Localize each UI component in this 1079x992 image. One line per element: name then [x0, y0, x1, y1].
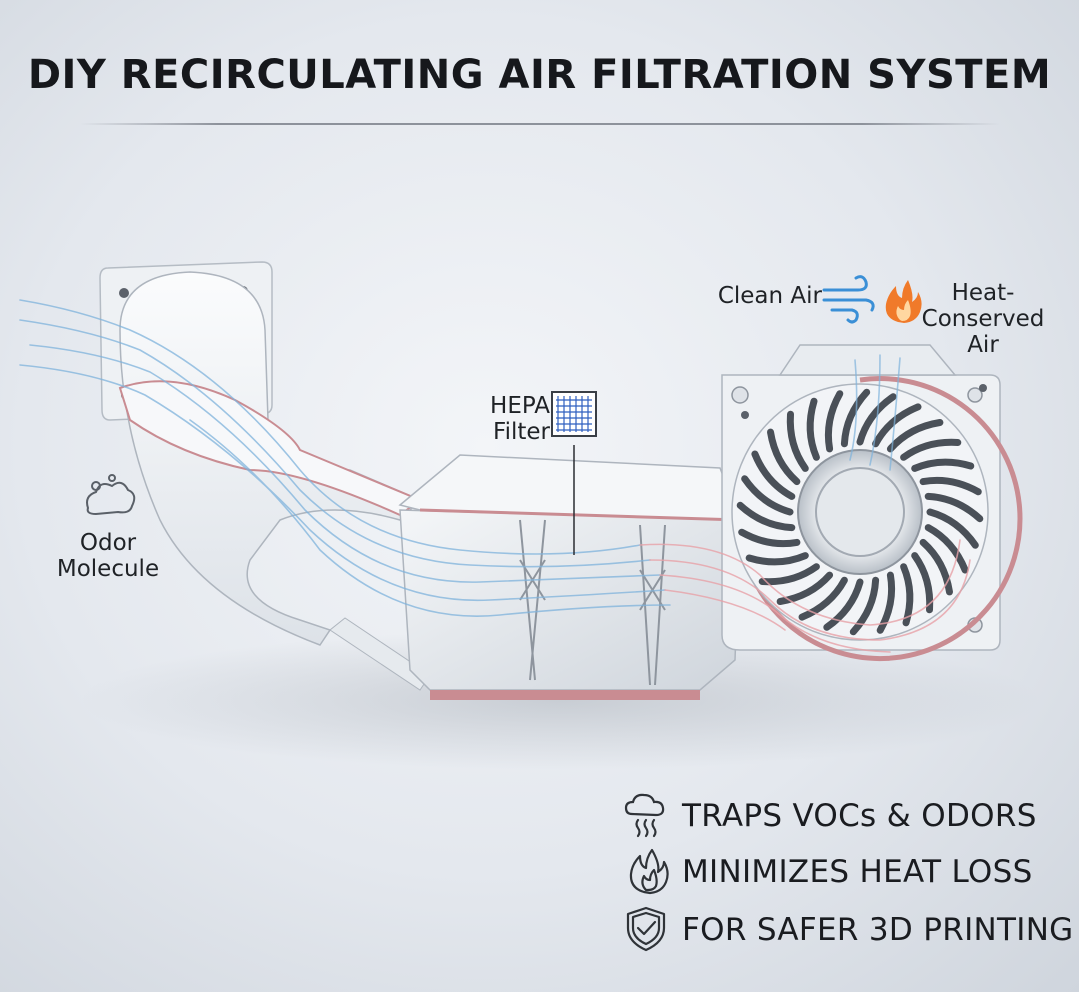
inlet-duct — [118, 271, 431, 691]
heat-label-line3: Air — [967, 332, 999, 358]
flame-outline-icon — [629, 848, 669, 895]
heat-conserved-air-label: Heat- Conserved Air — [918, 280, 1048, 358]
fan-blade — [886, 419, 944, 453]
hepa-filter-label: HEPA Filter — [470, 393, 550, 445]
feature-minimizes-heat-loss: MINIMIZES HEAT LOSS — [620, 848, 1033, 896]
fan-blade — [745, 552, 809, 566]
fan-blade — [786, 410, 809, 472]
fan-blade — [926, 508, 979, 549]
fan-blade — [900, 438, 962, 461]
fan-blade — [876, 571, 896, 634]
fan-blade — [736, 501, 796, 532]
air-flow-streamlines — [19, 299, 971, 653]
fan-blade — [872, 403, 922, 448]
fan-blade — [840, 388, 871, 448]
fan-blade — [924, 524, 969, 574]
blower-fan-housing — [721, 344, 1023, 662]
fan-blade — [798, 576, 848, 621]
feature-safer-printing: FOR SAFER 3D PRINTING — [620, 906, 1074, 954]
fan-blade — [767, 428, 801, 486]
fan-blade — [776, 571, 834, 605]
fan-blade — [738, 528, 801, 548]
page-title: DIY RECIRCULATING AIR FILTRATION SYSTEM — [27, 52, 1052, 98]
feature-text: TRAPS VOCs & ODORS — [682, 798, 1037, 834]
feature-text: MINIMIZES HEAT LOSS — [682, 854, 1033, 890]
heat-label-line2: Conserved — [921, 306, 1045, 332]
hepa-label-line1: HEPA — [490, 393, 550, 419]
flame-icon — [885, 280, 922, 323]
fan-blade — [741, 475, 794, 516]
hepa-label-line2: Filter — [493, 419, 550, 445]
fan-blade — [924, 492, 984, 523]
fan-blade — [856, 393, 897, 446]
cloud-vapor-icon — [624, 793, 665, 838]
odor-label-line1: Odor — [79, 530, 137, 556]
wind-icon — [822, 275, 875, 324]
fan-blades — [736, 388, 984, 636]
odor-molecule-label: Odor Molecule — [48, 530, 168, 582]
fan-blade — [849, 576, 880, 636]
odor-molecule-icon — [86, 474, 136, 516]
fan-blade — [806, 397, 820, 461]
feature-traps-vocs: TRAPS VOCs & ODORS — [620, 792, 1037, 840]
fan-blade — [823, 578, 864, 631]
shield-check-icon — [626, 906, 666, 952]
fan-blade — [911, 458, 975, 472]
fan-blade — [751, 450, 796, 500]
title-divider — [80, 123, 1000, 125]
hepa-filter-icon — [551, 391, 597, 437]
odor-label-line2: Molecule — [56, 556, 160, 582]
fan-blade — [919, 538, 953, 596]
fan-blade — [824, 390, 844, 453]
clean-air-label: Clean Air — [717, 283, 822, 309]
heat-label-line1: Heat- — [951, 280, 1015, 306]
feature-text: FOR SAFER 3D PRINTING — [682, 912, 1074, 948]
fan-blade — [919, 476, 982, 496]
